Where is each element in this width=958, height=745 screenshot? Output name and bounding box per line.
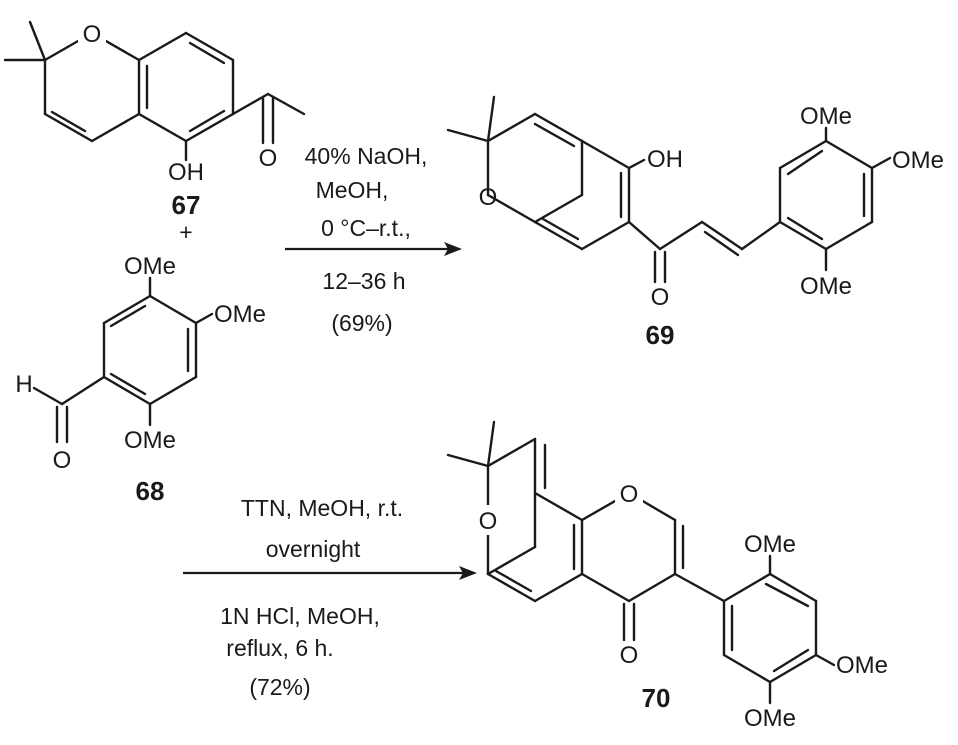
compound-69-carbonyl-oxygen: O	[651, 284, 670, 311]
compound-69-hydroxyl: OH	[647, 146, 683, 173]
reaction-arrow-2	[183, 566, 477, 580]
reaction-arrow-1	[285, 242, 462, 256]
compound-68-methoxy-right: OMe	[214, 301, 266, 328]
step1-yield: (69%)	[331, 310, 392, 336]
compound-68-bonds	[32, 276, 214, 444]
compound-69-methoxy-bottom: OMe	[800, 273, 852, 300]
step2-time: overnight	[266, 536, 361, 562]
step2-acid-workup: 1N HCl, MeOH,	[220, 603, 380, 629]
compound-70-ring-oxygen-left: O	[479, 508, 498, 535]
step1-time: 12–36 h	[322, 268, 405, 294]
compound-70-methoxy-right: OMe	[836, 652, 888, 679]
step2-yield: (72%)	[249, 674, 310, 700]
compound-68-label: 68	[136, 476, 165, 506]
compound-67-ring-oxygen: O	[83, 21, 102, 48]
step1-temperature: 0 °C–r.t.,	[321, 215, 411, 241]
compound-67-label: 67	[172, 190, 201, 220]
compound-69-methoxy-right: OMe	[892, 147, 944, 174]
compound-67-hydroxyl: OH	[168, 159, 204, 186]
compound-67: O OH O 67	[3, 18, 306, 220]
compound-69-bonds	[446, 95, 892, 284]
step1-reagent-base: 40% NaOH,	[305, 143, 428, 169]
compound-69: O OH O OMe OMe OMe 69	[446, 95, 944, 350]
compound-67-carbonyl-oxygen: O	[259, 145, 278, 172]
compound-69-ring-oxygen: O	[479, 184, 498, 211]
plus-sign: +	[179, 219, 192, 245]
compound-69-label: 69	[646, 320, 675, 350]
step2-reagents: TTN, MeOH, r.t.	[241, 495, 403, 521]
compound-70-bonds	[446, 420, 836, 705]
step2-reflux-time: reflux, 6 h.	[226, 635, 333, 661]
compound-70-carbonyl-oxygen: O	[620, 642, 639, 669]
compound-68: OMe OMe OMe H O 68	[15, 253, 266, 506]
compound-70-methoxy-top: OMe	[744, 531, 796, 558]
compound-68-aldehyde-hydrogen: H	[15, 371, 32, 398]
compound-70-ring-oxygen-right: O	[620, 481, 639, 508]
compound-68-methoxy-top: OMe	[124, 253, 176, 280]
compound-70-label: 70	[642, 683, 671, 713]
compound-67-bonds	[3, 20, 306, 162]
compound-68-aldehyde-oxygen: O	[53, 447, 72, 474]
compound-69-methoxy-top: OMe	[800, 103, 852, 130]
step1-solvent: MeOH,	[316, 177, 389, 203]
compound-70-methoxy-bottom: OMe	[744, 705, 796, 732]
compound-68-methoxy-bottom: OMe	[124, 427, 176, 454]
compound-70: O O O OMe OMe OMe 70	[446, 420, 888, 732]
